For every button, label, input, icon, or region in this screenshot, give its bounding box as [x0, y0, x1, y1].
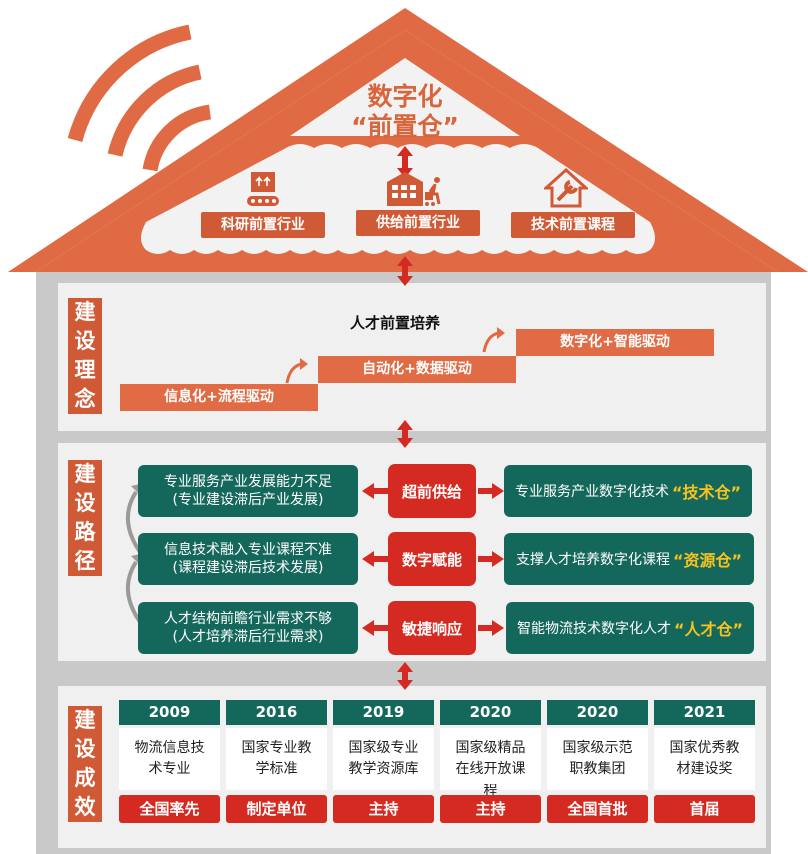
- label-char: 设: [74, 491, 96, 515]
- cell-line: 国家级示范: [562, 740, 633, 756]
- label-char: 设: [74, 737, 96, 761]
- conveyor-box-icon: [247, 172, 279, 206]
- results-label: 建 设 成 效: [68, 706, 102, 822]
- problem-line: 信息技术融入专业课程不准: [164, 542, 332, 558]
- achievement-cell: 国家级精品 在线开放课: [440, 728, 541, 790]
- horizontal-arrows: [362, 483, 504, 636]
- result-highlight: “人才仓”: [673, 620, 744, 639]
- action-label: 数字赋能: [401, 550, 462, 569]
- action-label: 超前供给: [401, 482, 462, 501]
- label-char: 建: [74, 300, 96, 324]
- achievement-cell: 国家优秀教 材建设奖: [654, 728, 755, 790]
- year-header: 2009: [119, 700, 220, 725]
- cell-line: 在线开放课: [455, 761, 526, 777]
- cell-line: 职教集团: [569, 761, 626, 777]
- step-automation: 自动化+数据驱动: [318, 356, 516, 383]
- cell-line: 国家级专业: [348, 740, 419, 756]
- roof-title-line1: 数字化: [367, 82, 443, 111]
- step-digitalization: 数字化+智能驱动: [516, 329, 714, 356]
- achievement-tag: 全国首批: [547, 795, 648, 823]
- achievement-cell: 国家专业教 学标准: [226, 728, 327, 790]
- roof-button-supply[interactable]: 供给前置行业: [356, 210, 480, 236]
- achievement-cell: 国家级示范 职教集团: [547, 728, 648, 790]
- achievement-tag: 主持: [333, 795, 434, 823]
- step-informatization: 信息化+流程驱动: [120, 384, 318, 411]
- cell-line: 国家优秀教: [669, 740, 740, 756]
- path-label: 建 设 路 径: [68, 460, 102, 576]
- roof-button-tech[interactable]: 技术前置课程: [511, 212, 635, 238]
- result-highlight: “技术仓”: [671, 483, 742, 502]
- roof-button-label: 科研前置行业: [221, 217, 305, 233]
- concept-label: 建 设 理 念: [68, 298, 102, 414]
- roof-button-research[interactable]: 科研前置行业: [201, 212, 325, 238]
- cell-line: 学标准: [255, 761, 298, 777]
- roof-title: 数字化 “前置仓”: [330, 82, 480, 142]
- result-box: 专业服务产业数字化技术“技术仓”: [504, 465, 752, 517]
- label-char: 路: [74, 520, 96, 544]
- house-wrench-icon: [544, 168, 588, 208]
- result-text: 智能物流技术数字化人才: [516, 621, 671, 637]
- problem-line: (课程建设滞后技术发展): [172, 560, 324, 576]
- year-header: 2016: [226, 700, 327, 725]
- roof-title-line2: “前置仓”: [351, 112, 459, 141]
- label-char: 效: [74, 795, 96, 819]
- warehouse-cart-icon: [387, 172, 441, 206]
- achievement-cell: 物流信息技 术专业: [119, 728, 220, 790]
- vertical-arrows: [397, 146, 413, 690]
- cell-line: 物流信息技: [134, 740, 205, 756]
- label-char: 念: [74, 387, 96, 411]
- problem-line: (人才培养滞后行业需求): [172, 629, 324, 645]
- achievement-tag: 首届: [654, 795, 755, 823]
- result-highlight: “资源仓”: [672, 551, 743, 570]
- cell-line: 材建设奖: [676, 761, 733, 777]
- label-char: 设: [74, 329, 96, 353]
- result-text: 支撑人才培养数字化课程: [515, 552, 670, 568]
- problem-box: 专业服务产业发展能力不足 (专业建设滞后产业发展): [138, 465, 358, 517]
- achievement-cell: 国家级专业 教学资源库: [333, 728, 434, 790]
- label-char: 理: [74, 358, 96, 382]
- action-box-agile-response: 敏捷响应: [388, 601, 476, 655]
- roof-button-label: 供给前置行业: [376, 215, 460, 231]
- cell-line: 国家专业教: [241, 740, 312, 756]
- cell-overflow-line: 程: [483, 784, 498, 795]
- achievement-tag: 全国率先: [119, 795, 220, 823]
- concept-top-label: 人才前置培养: [350, 314, 441, 332]
- cell-line: 教学资源库: [348, 761, 419, 777]
- cell-line: 术专业: [148, 761, 191, 777]
- label-char: 建: [74, 462, 96, 486]
- result-box: 支撑人才培养数字化课程“资源仓”: [504, 533, 754, 585]
- year-header: 2019: [333, 700, 434, 725]
- loop-arrows: [125, 490, 142, 624]
- problem-box: 信息技术融入专业课程不准 (课程建设滞后技术发展): [138, 533, 358, 585]
- roof-attic: [290, 58, 520, 136]
- roof-button-label: 技术前置课程: [531, 217, 615, 233]
- action-box-advance-supply: 超前供给: [388, 464, 476, 518]
- result-box: 智能物流技术数字化人才“人才仓”: [506, 602, 754, 654]
- label-char: 建: [74, 708, 96, 732]
- problem-line: (专业建设滞后产业发展): [172, 492, 324, 508]
- problem-line: 专业服务产业发展能力不足: [164, 474, 332, 490]
- action-label: 敏捷响应: [401, 619, 462, 638]
- label-char: 成: [74, 766, 96, 790]
- action-box-digital-empower: 数字赋能: [388, 532, 476, 586]
- label-char: 径: [74, 549, 96, 573]
- problem-line: 人才结构前瞻行业需求不够: [164, 611, 332, 627]
- wifi-icon: [67, 24, 212, 172]
- result-text: 专业服务产业数字化技术: [514, 484, 669, 500]
- problem-box: 人才结构前瞻行业需求不够 (人才培养滞后行业需求): [138, 602, 358, 654]
- achievement-tag: 主持: [440, 795, 541, 823]
- year-header: 2020: [440, 700, 541, 725]
- year-header: 2021: [654, 700, 755, 725]
- cell-line: 国家级精品: [455, 740, 526, 756]
- year-header: 2020: [547, 700, 648, 725]
- achievement-tag: 制定单位: [226, 795, 327, 823]
